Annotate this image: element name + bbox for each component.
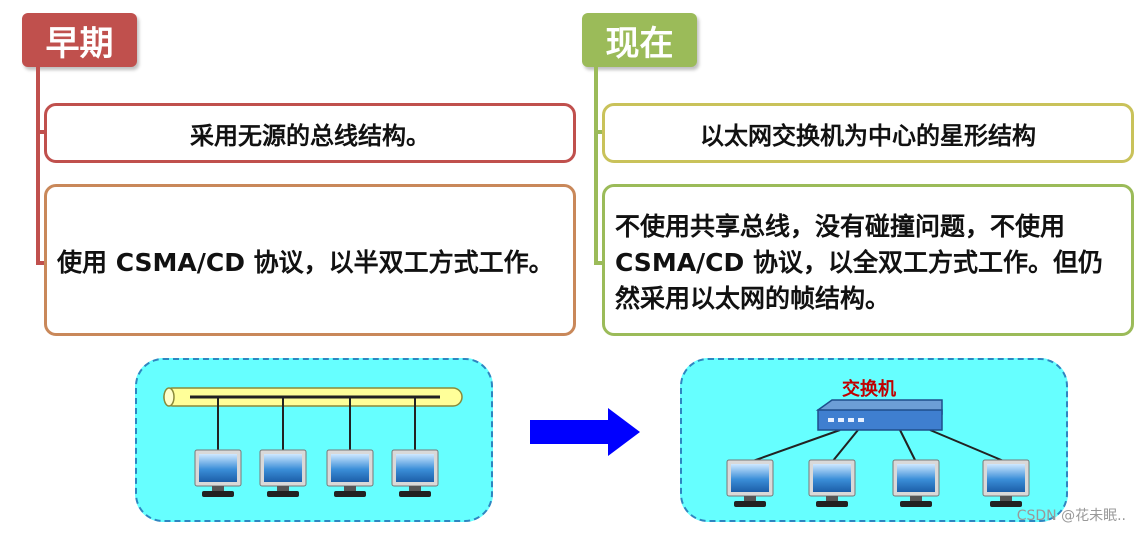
switch-label: 交换机 (842, 379, 896, 400)
bus-computer-4 (391, 449, 439, 498)
now-tree-line (594, 67, 598, 263)
bus-computer-1 (194, 449, 242, 498)
early-branch-2 (36, 261, 46, 265)
transition-arrow (530, 408, 640, 456)
star-computer-1 (726, 459, 774, 508)
star-computer-2 (808, 459, 856, 508)
now-tag: 现在 (582, 13, 697, 67)
star-computer-4 (982, 459, 1030, 508)
now-body-box: 不使用共享总线，没有碰撞问题，不使用 CSMA/CD 协议，以全双工方式工作。但… (602, 184, 1134, 336)
early-tree-line (36, 67, 40, 263)
now-body-text: 不使用共享总线，没有碰撞问题，不使用 CSMA/CD 协议，以全双工方式工作。但… (615, 212, 1103, 313)
star-computer-3 (892, 459, 940, 508)
early-body-text: 使用 CSMA/CD 协议，以半双工方式工作。 (57, 248, 554, 277)
early-tag: 早期 (22, 13, 137, 67)
bus-computer-3 (326, 449, 374, 498)
early-title-text: 采用无源的总线结构。 (190, 121, 430, 150)
early-body-box: 使用 CSMA/CD 协议，以半双工方式工作。 (44, 184, 576, 336)
now-branch-1 (594, 130, 604, 134)
bus-drops (217, 397, 416, 450)
early-title-box: 采用无源的总线结构。 (44, 103, 576, 163)
bus-scene (135, 358, 493, 522)
star-links (749, 429, 1007, 463)
switch-device (815, 399, 943, 431)
now-title-box: 以太网交换机为中心的星形结构 (602, 103, 1134, 163)
now-branch-2 (594, 261, 604, 265)
now-title-text: 以太网交换机为中心的星形结构 (700, 121, 1036, 150)
early-branch-1 (36, 130, 46, 134)
bus-computer-2 (259, 449, 307, 498)
watermark: CSDN @花未眠.. (1016, 508, 1126, 524)
bus-cable (163, 387, 463, 407)
